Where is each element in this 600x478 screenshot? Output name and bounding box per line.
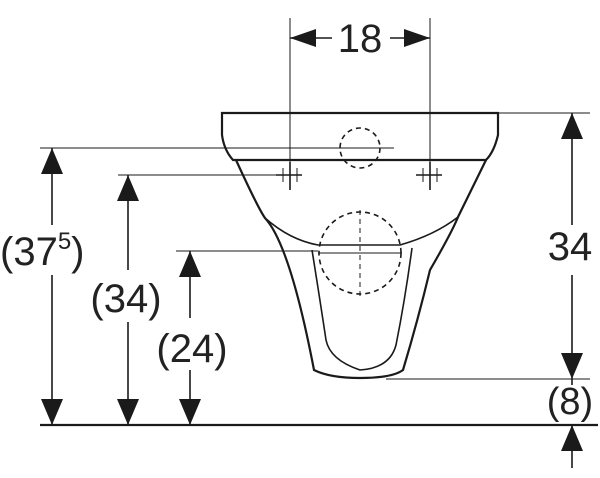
right-height-dimension: 34 (386, 112, 593, 380)
bowl-rear-curve (264, 216, 459, 246)
top-width-dimension: 18 (289, 17, 431, 175)
toilet-bowl (220, 111, 500, 380)
right-bolt-icon (416, 162, 442, 190)
left-inner-label: (24) (156, 327, 227, 371)
top-width-label: 18 (338, 17, 383, 61)
left-outer-dimension: (375) (0, 148, 85, 425)
right-offset-label: (8) (547, 381, 593, 423)
left-outer-label: (375) (0, 228, 85, 274)
left-outer-sup: 5 (58, 228, 71, 255)
left-middle-label: (34) (90, 277, 161, 321)
bowl-rim (220, 111, 500, 162)
left-outer-close: ) (71, 230, 84, 274)
left-middle-dimension: (34) (90, 174, 290, 425)
right-offset-dimension: (8) (547, 379, 593, 468)
left-inner-dimension: (24) (156, 250, 318, 425)
bowl-trap (311, 247, 413, 371)
left-outer-base: (37 (0, 230, 58, 274)
right-height-label: 34 (548, 225, 593, 269)
left-bolt-icon (276, 162, 302, 190)
bowl-body (235, 159, 487, 380)
